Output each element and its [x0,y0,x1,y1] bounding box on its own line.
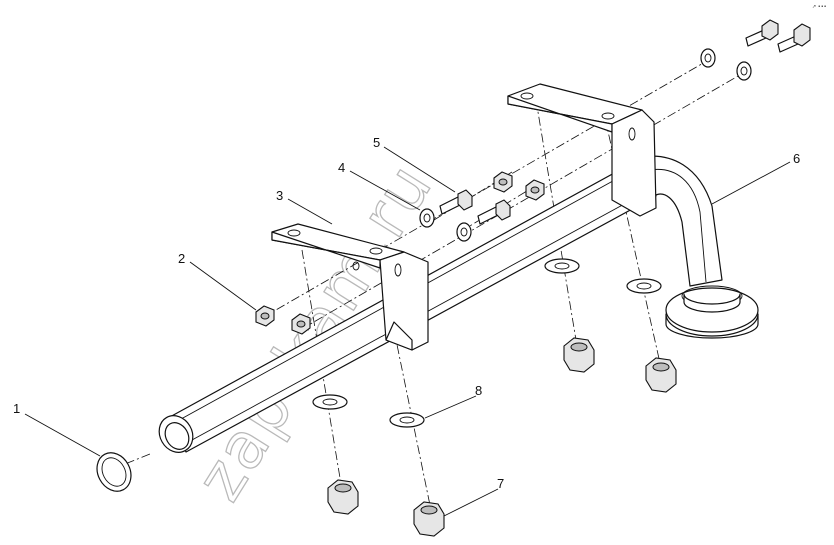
washer-8-right-a [544,258,580,274]
hex-nut-upper-mid [291,313,311,335]
washer-4b [456,222,472,242]
callout-5: 5 [373,135,380,150]
washer-8-left [312,394,348,410]
leader-lines [24,146,791,517]
hex-nut-upper-left [255,305,275,327]
left-bracket [271,223,429,351]
callout-4: 4 [338,160,345,175]
hex-nut-upper-right-b [525,179,545,201]
bolt-top-b [777,23,811,53]
washer-8-right-b [626,278,662,294]
hex-nut-7-right-a [563,337,595,373]
callout-6: 6 [793,151,800,166]
hex-nut-upper-right-a [493,171,513,193]
washer-top-b [736,61,752,81]
hex-nut-7-left [327,479,359,515]
right-bracket [507,83,657,217]
hex-nut-7-mid [413,501,445,537]
callout-1: 1 [13,401,20,416]
callout-3: 3 [276,188,283,203]
washer-top-a [700,48,716,68]
sealing-ring [96,452,132,492]
washer-8-mid [389,412,425,428]
corner-mark: ↗ ••• [812,4,827,10]
hex-nut-7-right-b [645,357,677,393]
washer-4a [419,208,435,228]
callout-8: 8 [475,383,482,398]
callout-2: 2 [178,251,185,266]
callout-7: 7 [497,476,504,491]
bolt-5a [439,189,473,215]
bolt-5b [477,199,511,225]
bolt-top-a [745,19,779,47]
